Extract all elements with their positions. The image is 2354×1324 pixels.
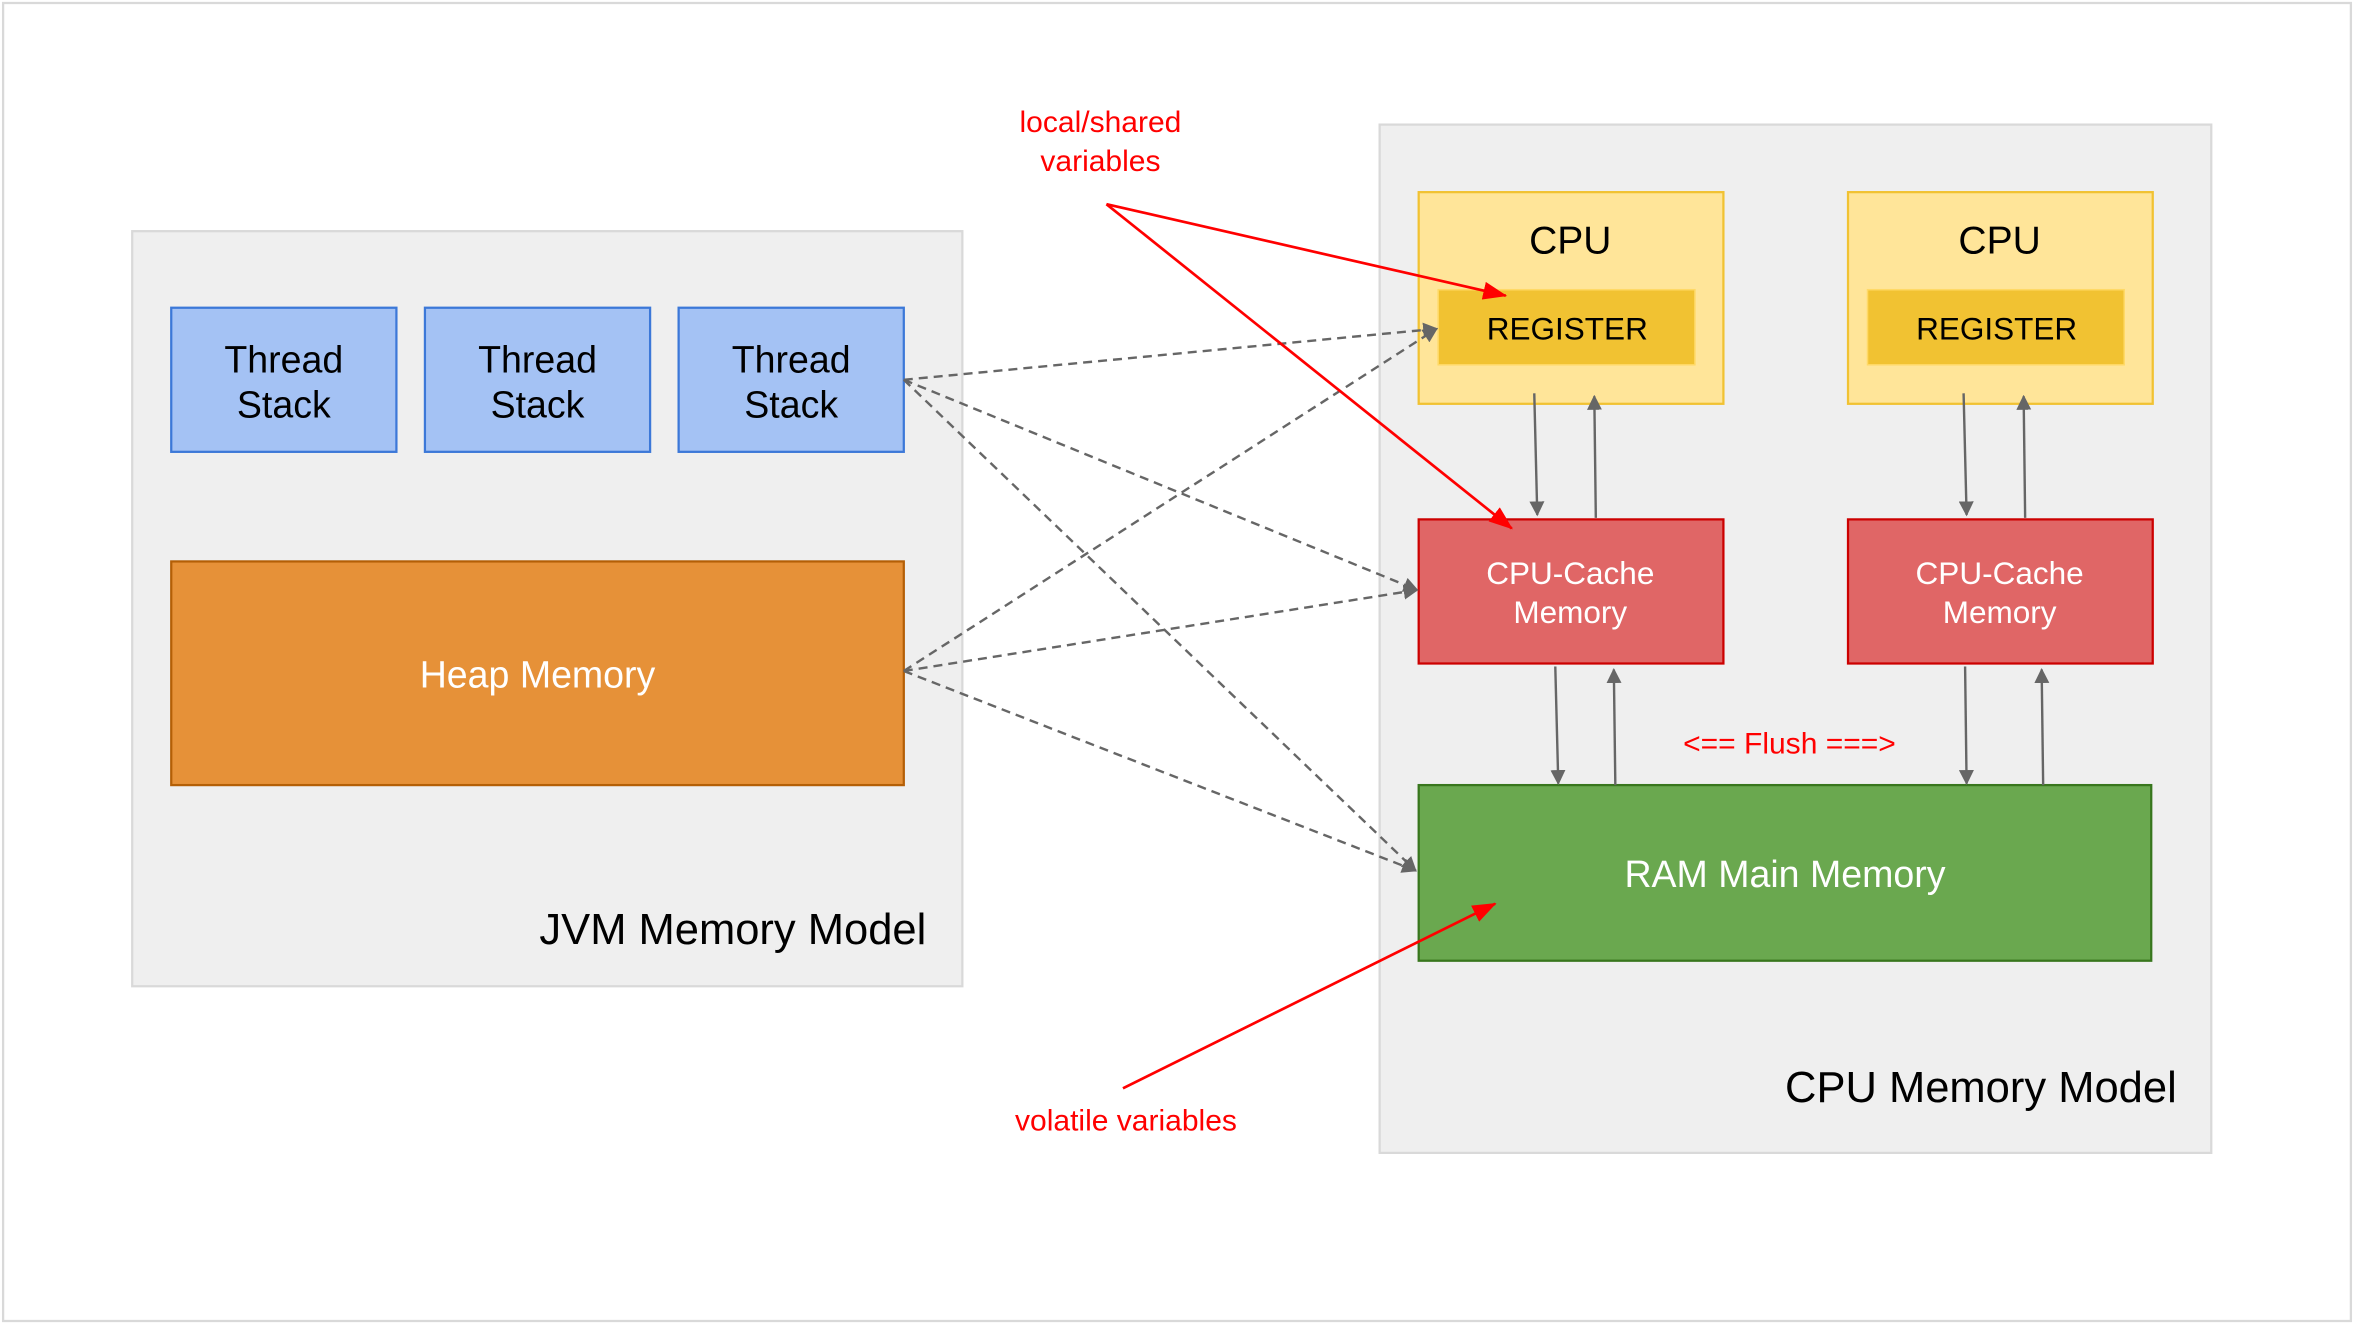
thread-stack-label: Stack bbox=[491, 383, 585, 425]
cpu-box: CPU REGISTER bbox=[1417, 191, 1725, 405]
cpu-memory-model-panel: CPU REGISTER CPU REGISTER CPU-Cache Memo… bbox=[1378, 123, 2213, 1154]
cpu-data-flow-arrows bbox=[1529, 393, 2050, 786]
cache-label: CPU-Cache bbox=[1486, 555, 1654, 591]
ram-label: RAM Main Memory bbox=[1624, 853, 1945, 895]
annotation-label: local/shared bbox=[1020, 106, 1182, 139]
jvm-to-cpu-mapping-arrows bbox=[902, 322, 1439, 873]
ram-main-memory: RAM Main Memory bbox=[1417, 783, 2153, 962]
cache-label: Memory bbox=[1943, 594, 2057, 630]
annotation-volatile: volatile variables bbox=[1015, 902, 1497, 1137]
thread-stack-label: Thread bbox=[732, 338, 851, 380]
cpu-label: CPU bbox=[1529, 220, 1611, 263]
thread-stack-label: Thread bbox=[478, 338, 597, 380]
cpu-label: CPU bbox=[1958, 220, 2040, 263]
annotation-label: variables bbox=[1040, 145, 1160, 178]
jvm-memory-model-panel: Thread Stack Thread Stack Thread Stack H… bbox=[131, 230, 964, 988]
thread-stack: Thread Stack bbox=[677, 306, 905, 453]
heap-memory-label: Heap Memory bbox=[420, 654, 656, 696]
thread-stack-label: Stack bbox=[744, 383, 838, 425]
cache-label: CPU-Cache bbox=[1916, 555, 2084, 591]
annotation-arrow bbox=[1106, 202, 1508, 300]
annotation-local-shared: local/shared variables bbox=[1020, 106, 1513, 530]
annotation-label: volatile variables bbox=[1015, 1104, 1237, 1137]
cpu-model-title: CPU Memory Model bbox=[1785, 1064, 2177, 1112]
cpu-cache-memory: CPU-Cache Memory bbox=[1846, 518, 2154, 665]
annotation-arrow bbox=[1105, 203, 1513, 530]
thread-stack: Thread Stack bbox=[423, 306, 652, 453]
cpu-box: CPU REGISTER bbox=[1846, 191, 2154, 405]
heap-memory: Heap Memory bbox=[170, 560, 905, 787]
annotation-arrow bbox=[1122, 902, 1497, 1090]
cache-label: Memory bbox=[1513, 594, 1627, 630]
register-label: REGISTER bbox=[1916, 310, 2077, 346]
thread-stack-label: Stack bbox=[237, 383, 331, 425]
flush-label: <== Flush ===> bbox=[1683, 728, 1896, 761]
cpu-cache-memory: CPU-Cache Memory bbox=[1417, 518, 1725, 665]
jvm-model-title: JVM Memory Model bbox=[539, 906, 926, 954]
register-label: REGISTER bbox=[1487, 310, 1648, 346]
thread-stack: Thread Stack bbox=[170, 306, 398, 453]
thread-stack-label: Thread bbox=[224, 338, 343, 380]
